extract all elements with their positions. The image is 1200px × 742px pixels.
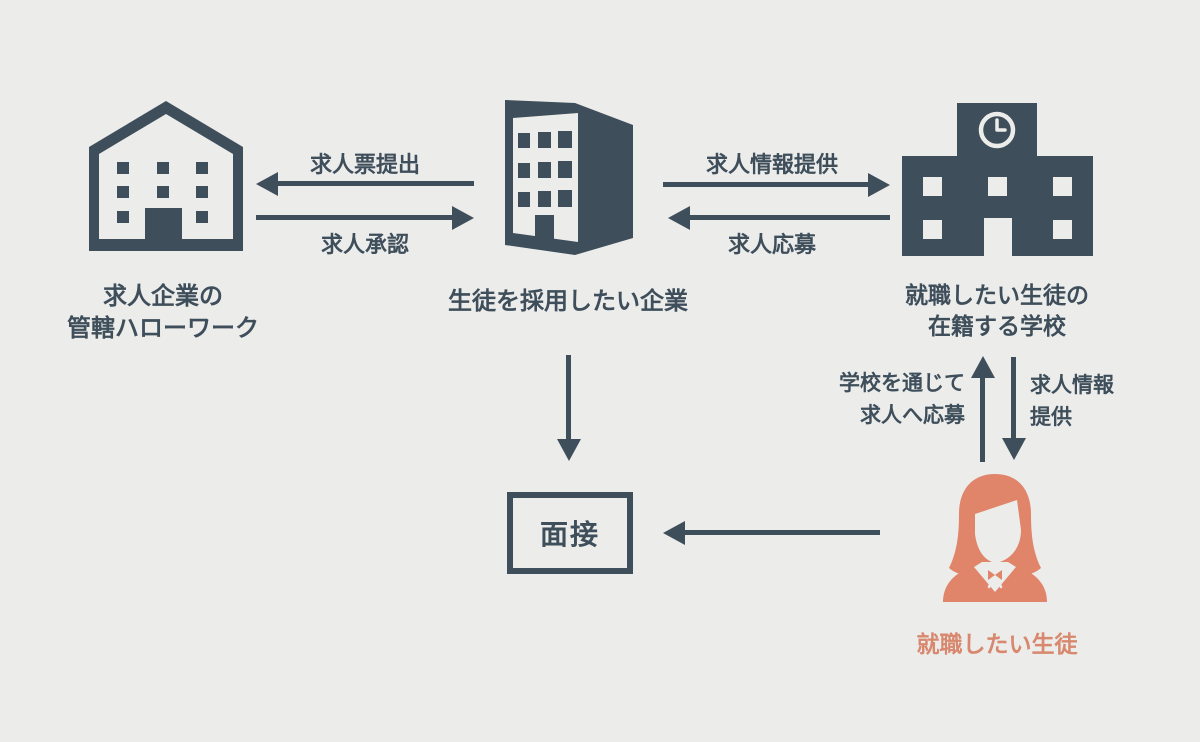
hellowork-label: 求人企業の 管轄ハローワーク [38,281,288,346]
arrow-company-to-interview [556,355,581,461]
arrow-provide-info-student [1001,357,1026,460]
hellowork-label-line1: 求人企業の [103,283,223,310]
school-label-line1: 就職したい生徒の [905,282,1089,308]
hellowork-label-line2: 管轄ハローワーク [67,315,259,343]
arrow-student-to-interview [663,520,880,545]
student-label: 就職したい生徒 [916,631,1078,657]
arrowhead-left-icon [663,520,685,545]
arrowhead-right-icon [452,205,474,230]
arrowhead-right-icon [868,172,890,197]
provide-info-student-label-line1: 求人情報 [1030,374,1114,397]
arrowhead-down-icon [556,439,581,461]
arrow-provide-info-student-label: 求人情報 提供 [1030,370,1190,434]
interview-box: 面接 [507,492,633,574]
government-building-icon [89,101,243,251]
arrow-apply-posting [668,205,890,230]
arrow-submit-posting-label: 求人票提出 [309,152,420,177]
arrow-submit-posting [256,171,474,196]
arrowhead-left-icon [256,171,278,196]
arrowhead-up-icon [970,356,995,378]
apply-via-school-label-line2: 求人へ応募 [860,404,965,427]
arrow-apply-posting-label: 求人応募 [727,232,816,257]
arrowhead-left-icon [668,205,690,230]
arrow-provide-info-school [663,172,890,197]
arrowhead-down-icon [1001,438,1026,460]
arrow-provide-info-school-label: 求人情報提供 [705,152,838,177]
arrow-approve-posting-label: 求人承認 [320,232,409,257]
arrow-apply-via-school-label: 学校を通じて 求人へ応募 [760,368,965,432]
apply-via-school-label-line1: 学校を通じて [839,372,965,395]
arrow-apply-via-school [970,356,995,462]
provide-info-student-label-line2: 提供 [1030,406,1072,429]
office-building-icon [505,100,633,255]
school-label-line2: 在籍する学校 [928,313,1066,340]
student-icon [943,474,1047,602]
company-label: 生徒を採用したい企業 [448,288,688,315]
interview-label: 面接 [539,519,600,550]
school-icon [902,103,1093,256]
arrow-approve-posting [256,205,474,230]
school-label: 就職したい生徒の 在籍する学校 [872,280,1122,342]
